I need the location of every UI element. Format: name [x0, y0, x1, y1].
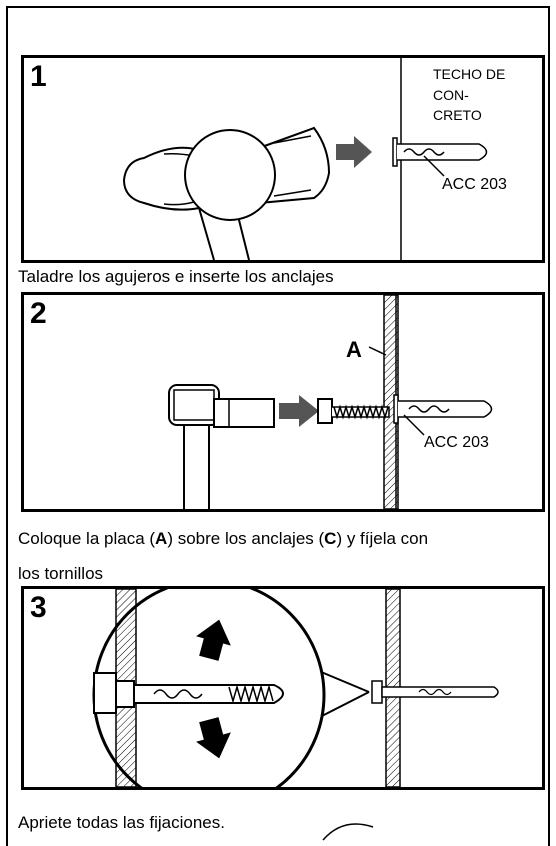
page-curl-decoration [322, 823, 374, 841]
step-1-number: 1 [30, 60, 47, 93]
step-2-caption: Coloque la placa (A) sobre los anclajes … [18, 529, 429, 548]
step-2-illustration: A ACC 203 [168, 295, 493, 509]
step-1-caption: Taladre los agujeros e inserte los ancla… [18, 267, 334, 286]
step-2-panel: 2 A ACC 203 [21, 292, 545, 512]
plate-label: A [346, 337, 362, 362]
step-3-number: 3 [30, 591, 47, 624]
step-1-illustration: TECHO DE CON- CRETO ACC 203 [122, 58, 507, 260]
part-label: ACC 203 [442, 176, 507, 193]
step-3-illustration [92, 589, 499, 787]
instruction-sheet [6, 6, 550, 846]
step-3-caption: Apriete todas las fijaciones. [18, 813, 225, 832]
part-label-2: ACC 203 [424, 434, 489, 451]
step-2-number: 2 [30, 297, 47, 330]
step-3-panel: 3 [21, 586, 545, 790]
ceiling-label-line-1: TECHO DE [433, 66, 505, 82]
step-2-caption-line-2: los tornillos [18, 564, 104, 583]
step-1-panel: 1 TECHO DE CON- CRETO ACC 203 [21, 55, 545, 263]
ceiling-label-line-2: CON- [433, 87, 469, 103]
ceiling-label-line-3: CRETO [433, 107, 482, 123]
